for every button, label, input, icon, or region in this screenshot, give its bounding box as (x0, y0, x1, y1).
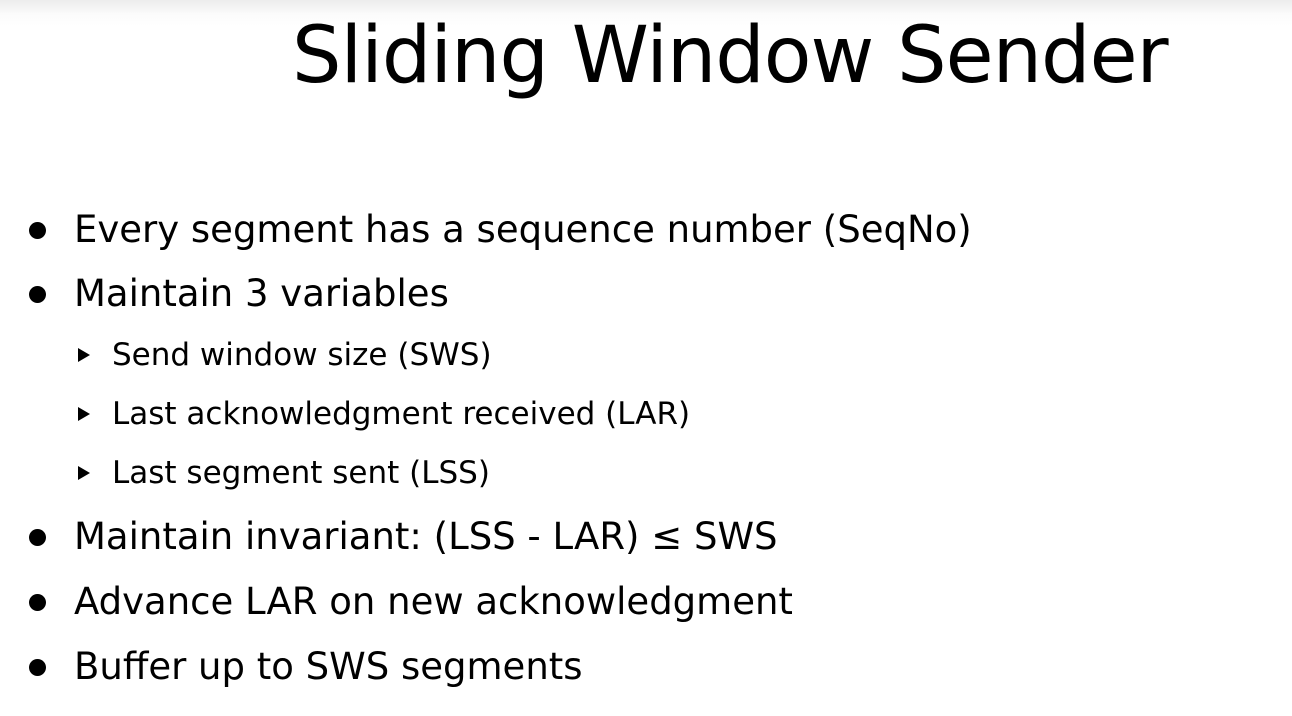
bullet-dot-icon (29, 222, 46, 239)
bullet-dot-icon (29, 594, 46, 611)
bullet-text: Every segment has a sequence number (Seq… (74, 208, 972, 251)
slide-title: Sliding Window Sender (292, 11, 1169, 101)
bullet-text: Maintain invariant: (LSS - LAR) ≤ SWS (74, 515, 778, 558)
bullet-text: Maintain 3 variables (74, 272, 449, 315)
bullet-dot-icon (29, 286, 46, 303)
triangle-bullet-icon (78, 348, 90, 362)
bullet-text: Buffer up to SWS segments (74, 645, 583, 688)
bullet-dot-icon (29, 529, 46, 546)
sub-bullet-text: Last segment sent (LSS) (112, 455, 490, 491)
triangle-bullet-icon (78, 407, 90, 421)
bullet-dot-icon (29, 659, 46, 676)
sub-bullet-text: Send window size (SWS) (112, 337, 492, 373)
triangle-bullet-icon (78, 466, 90, 480)
sub-bullet-text: Last acknowledgment received (LAR) (112, 396, 691, 432)
bullet-text: Advance LAR on new acknowledgment (74, 580, 793, 623)
